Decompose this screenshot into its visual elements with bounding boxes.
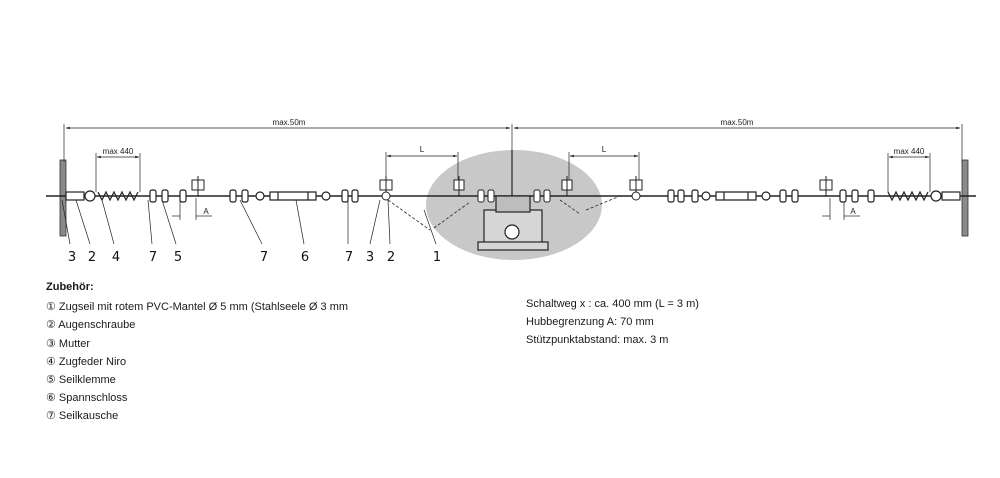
right-support-bracket	[629, 176, 833, 201]
legend-title: Zubehör:	[46, 281, 94, 293]
right-spring-label: max 440	[894, 147, 925, 156]
left-span-label: max.50m	[273, 118, 306, 127]
span-dimensions	[63, 124, 963, 192]
switch-travel-lines	[387, 195, 621, 231]
callout-2-right: 2	[387, 250, 395, 265]
spec-support-distance: Stützpunktabstand: max. 3 m	[526, 334, 669, 347]
switch-rope-brackets	[453, 176, 573, 203]
callout-7-c: 7	[345, 250, 353, 265]
left-tension-spring	[97, 190, 139, 202]
spec-stroke-limit: Hubbegrenzung A: 70 mm	[526, 316, 654, 329]
spring-dimensions	[95, 153, 931, 192]
callout-4: 4	[112, 250, 120, 265]
callout-7-a: 7	[149, 250, 157, 265]
right-turnbuckle	[701, 191, 771, 201]
left-turnbuckle	[255, 191, 331, 201]
legend-item: ② Augenschraube	[46, 319, 136, 332]
left-support-bracket	[191, 176, 393, 201]
right-wall-anchor	[961, 159, 969, 237]
legend-item: ① Zugseil mit rotem PVC-Mantel Ø 5 mm (S…	[46, 301, 349, 314]
legend-item: ⑥ Spannschloss	[46, 392, 128, 405]
rope-pull-switch	[477, 150, 549, 251]
callout-3-right: 3	[366, 250, 374, 265]
left-thimbles	[149, 189, 359, 203]
left-l-label: L	[420, 145, 425, 154]
right-l-label: L	[602, 145, 607, 154]
right-tension-spring	[887, 190, 929, 202]
right-eye-bolt	[930, 190, 961, 202]
right-a-label: A	[850, 207, 856, 216]
callout-5: 5	[174, 250, 182, 265]
right-span-label: max.50m	[721, 118, 754, 127]
callout-2-left: 2	[88, 250, 96, 265]
left-a-label: A	[203, 207, 209, 216]
spec-switching-travel: Schaltweg x : ca. 400 mm (L = 3 m)	[526, 298, 699, 310]
callout-leaders	[61, 199, 437, 245]
l-dimensions	[385, 152, 640, 180]
left-eye-bolt	[65, 190, 96, 202]
accessories-legend: Zubehör: ① Zugseil mit rotem PVC-Mantel …	[46, 278, 348, 426]
callout-7-b: 7	[260, 250, 268, 265]
right-thimbles	[667, 189, 875, 203]
technical-specs: Schaltweg x : ca. 400 mm (L = 3 m) Hubbe…	[526, 295, 699, 350]
left-wall-anchor	[59, 159, 67, 237]
legend-item: ⑤ Seilklemme	[46, 374, 116, 387]
left-spring-label: max 440	[103, 147, 134, 156]
callout-1: 1	[433, 250, 441, 265]
legend-item: ④ Zugfeder Niro	[46, 355, 127, 368]
callout-3-left: 3	[68, 250, 76, 265]
legend-item: ③ Mutter	[46, 337, 91, 350]
callout-6: 6	[301, 250, 309, 265]
legend-item: ⑦ Seilkausche	[46, 410, 119, 423]
